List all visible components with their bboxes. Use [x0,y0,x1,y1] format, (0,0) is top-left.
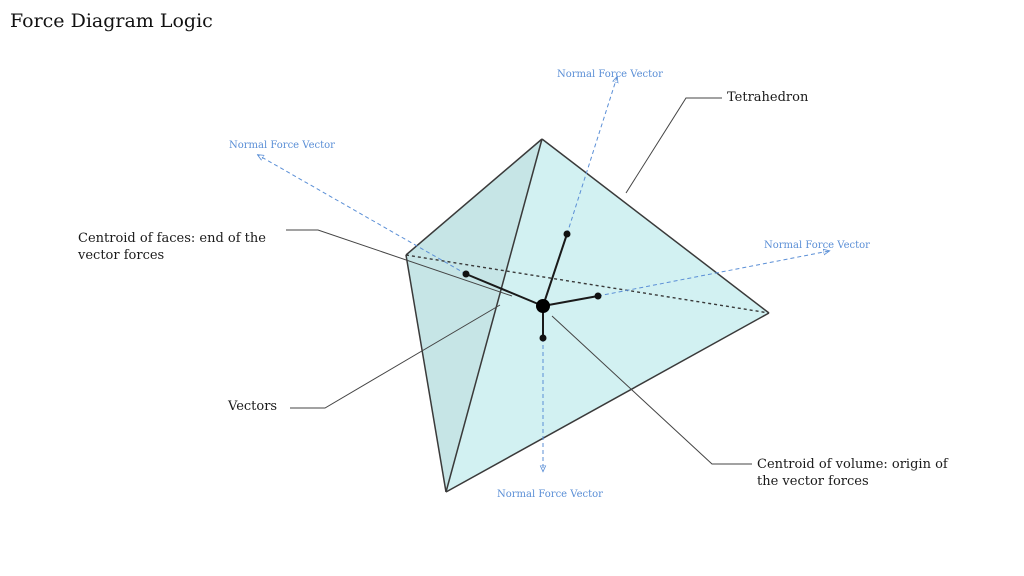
edge-left-top [405,138,543,256]
normal-force-vectors [258,77,829,471]
edge-right-bottom [445,312,770,493]
edge-top-right [541,138,770,314]
normal-vector-right [597,251,829,297]
label-centroid-volume-line1: Centroid of volume: origin of [757,457,949,472]
tetrahedron-right-face [446,139,769,492]
label-centroid-volume-line2: the vector forces [757,474,869,489]
label-centroid-faces-line2: vector forces [77,248,164,263]
vector-to-right-face [542,295,599,307]
force-vectors [462,230,602,342]
label-normal-force-top: Normal Force Vector [557,69,663,80]
vector-to-top-face [542,233,568,307]
leader-tetrahedron [625,97,722,194]
edge-bottom-left [405,254,447,493]
leader-vectors [290,304,501,409]
label-normal-force-left: Normal Force Vector [229,140,335,151]
tetrahedron-left-face [406,139,542,492]
tetrahedron [405,138,770,493]
label-tetrahedron: Tetrahedron [727,90,809,105]
label-normal-force-bottom: Normal Force Vector [497,489,603,500]
face-centroid-left [462,270,470,278]
leader-centroid-faces [286,229,513,297]
edge-top-bottom [445,138,543,493]
label-vectors: Vectors [227,399,277,414]
leader-lines [286,97,752,465]
label-normal-force-right: Normal Force Vector [764,240,870,251]
leader-centroid-volume [551,315,752,465]
face-centroid-top [563,230,571,238]
page-title: Force Diagram Logic [10,10,213,32]
face-centroid-bottom [539,334,547,342]
label-centroid-faces-line1: Centroid of faces: end of the [78,231,266,246]
face-centroid-right [594,292,602,300]
normal-vector-left [258,155,467,275]
vector-to-left-face [465,273,544,307]
edge-hidden-left-right [405,254,770,314]
volume-centroid [536,299,550,313]
